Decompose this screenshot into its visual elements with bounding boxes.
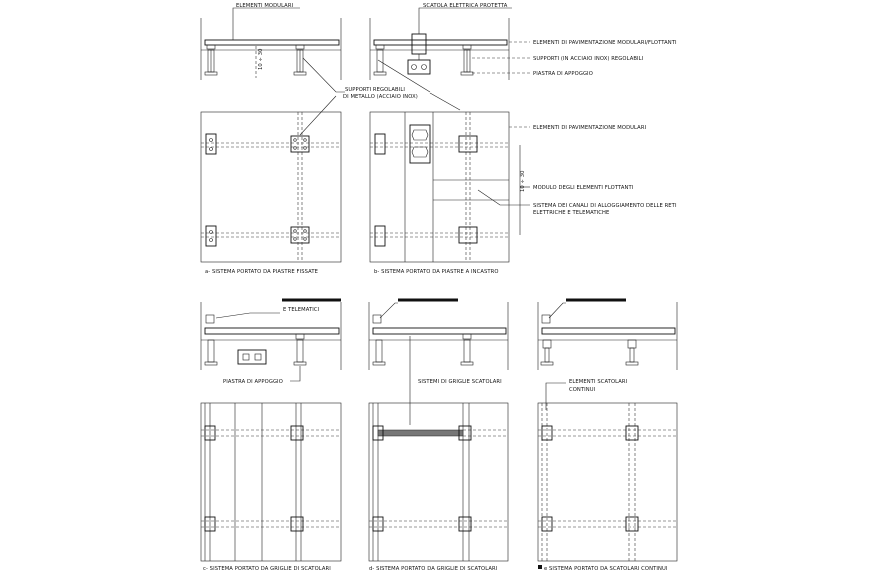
section-e: ELEMENTI SCATOLARI CONTINUI — [537, 298, 678, 410]
caption-b: b- SISTEMA PORTATO DA PIASTRE A INCASTRO — [374, 269, 499, 275]
plan-d: d- SISTEMA PORTATO DA GRIGLIE DI SCATOLA… — [368, 402, 509, 572]
plan-c: c- SISTEMA PORTATO DA GRIGLIE DI SCATOLA… — [200, 402, 342, 572]
label-supporti-inox: SUPPORTI (IN ACCIAIO INOX) REGOLABILI — [533, 56, 644, 62]
plan-a: a- SISTEMA PORTATO DA PIASTRE FISSATE — [200, 111, 342, 275]
label-sistemi-griglie: SISTEMI DI GRIGLIE SCATOLARI — [418, 379, 502, 385]
label-piastra-appoggio-top: PIASTRA DI APPOGGIO — [533, 71, 593, 77]
supporti-callout: SUPPORTI REGOLABILI DI METALLO (ACCIAIO … — [299, 57, 461, 136]
section-c: E TELEMATICI PIASTRA DI APPOGGIO — [200, 298, 342, 385]
section-b: SCATOLA ELETTRICA PROTETTA ELEMENTI DI P… — [369, 3, 677, 80]
label-pavimentazione-modulari: ELEMENTI DI PAVIMENTAZIONE MODULARI — [533, 125, 647, 131]
caption-e: e SISTEMA PORTATO DA SCATOLARI CONTINUI — [544, 566, 668, 572]
dim-height-label: 10 ÷ 30 — [258, 48, 264, 70]
section-d: SISTEMI DI GRIGLIE SCATOLARI — [368, 298, 509, 425]
label-elementi-modulari: ELEMENTI MODULARI — [236, 3, 294, 9]
label-modulo-elementi: MODULO DEGLI ELEMENTI FLOTTANTI — [533, 185, 634, 191]
label-canali-1: SISTEMA DEI CANALI DI ALLOGGIAMENTO DELL… — [533, 203, 677, 209]
label-scatola-elettrica: SCATOLA ELETTRICA PROTETTA — [423, 3, 508, 9]
caption-d: d- SISTEMA PORTATO DA GRIGLIE DI SCATOLA… — [369, 566, 498, 572]
plan-b: ELEMENTI DI PAVIMENTAZIONE MODULARI 10 ÷… — [369, 111, 677, 275]
label-elementi-scatolari-2: CONTINUI — [569, 387, 596, 393]
caption-c: c- SISTEMA PORTATO DA GRIGLIE DI SCATOLA… — [203, 566, 331, 572]
caption-a: a- SISTEMA PORTATO DA PIASTRE FISSATE — [205, 269, 318, 275]
dim-module-mark: 10 ÷ 30 — [520, 170, 526, 192]
label-elementi-scatolari-1: ELEMENTI SCATOLARI — [569, 379, 628, 385]
label-supporti-regolabili-2: DI METALLO (ACCIAIO INOX) — [343, 94, 418, 100]
label-e-telematici: E TELEMATICI — [283, 307, 320, 313]
label-canali-2: ELETTRICHE E TELEMATICHE — [533, 210, 609, 216]
label-pavimentazione-flottanti: ELEMENTI DI PAVIMENTAZIONE MODULARI/FLOT… — [533, 40, 677, 46]
plan-e: e SISTEMA PORTATO DA SCATOLARI CONTINUI — [537, 402, 678, 572]
label-piastra-appoggio-bottom: PIASTRA DI APPOGGIO — [223, 379, 283, 385]
label-supporti-regolabili-1: SUPPORTI REGOLABILI — [345, 87, 405, 93]
section-a: 10 ÷ 30 ELEMENTI MODULARI — [200, 3, 342, 80]
